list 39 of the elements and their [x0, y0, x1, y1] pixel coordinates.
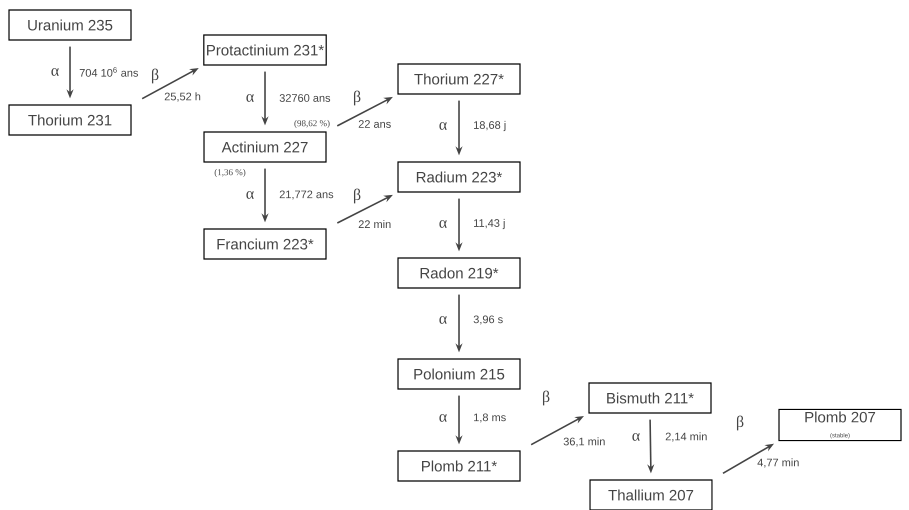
decay-symbol: α [439, 122, 447, 130]
edge-label: 21,772 ans [278, 189, 335, 201]
nuclide-box: Radium 223* [397, 161, 521, 193]
decay-symbol: α [439, 414, 447, 422]
nuclide-box: Polonium 215 [397, 358, 521, 390]
decay-symbol: α [51, 68, 59, 76]
decay-symbol: α [439, 316, 447, 324]
edge-label: 36,1 min [562, 436, 606, 448]
decay-symbol: β [354, 188, 360, 204]
decay-symbol: β [152, 68, 158, 84]
nuclide-box: Francium 223* [203, 228, 327, 260]
edge-label: 11,43 j [472, 218, 506, 230]
branching-ratio: (98,62 %) [294, 120, 330, 128]
edge-label: 4,77 min [756, 457, 800, 469]
nuclide-box: Radon 219* [397, 257, 521, 289]
edge-label: 704 10$^{6}$ ans [78, 66, 140, 78]
decay-symbol: β [542, 390, 550, 406]
edge-label: 25,52 h [163, 91, 202, 103]
edge-label: 18,68 j [472, 120, 508, 132]
edge-label: 2,14 min [664, 431, 708, 443]
nuclide-box: Thorium 227* [397, 63, 521, 95]
nuclide-box: Actinium 227 [203, 131, 327, 163]
decay-symbol: β [736, 416, 744, 430]
decay-symbol: α [439, 220, 447, 228]
decay-symbol: α [246, 191, 254, 199]
decay-symbol: β [354, 90, 360, 106]
nuclide-box: Bismuth 211* [588, 382, 712, 414]
nuclide-box: Thorium 231 [8, 104, 132, 136]
decay-symbol: α [632, 433, 640, 441]
nuclide-box: Uranium 235 [8, 9, 132, 41]
edge-label: 3,96 s [472, 314, 504, 326]
nuclide-box: Thallium 207 [589, 479, 713, 510]
edge-label: 22 ans [357, 119, 392, 129]
edge-label: 32760 ans [278, 93, 332, 103]
decay-symbol: α [246, 94, 254, 102]
edge-label: 1,8 ms [472, 412, 508, 424]
edge-label: 22 min [357, 219, 392, 229]
nuclide-box: Protactinium 231* [203, 34, 327, 66]
nuclide-box: Plomb 211* [397, 450, 521, 482]
